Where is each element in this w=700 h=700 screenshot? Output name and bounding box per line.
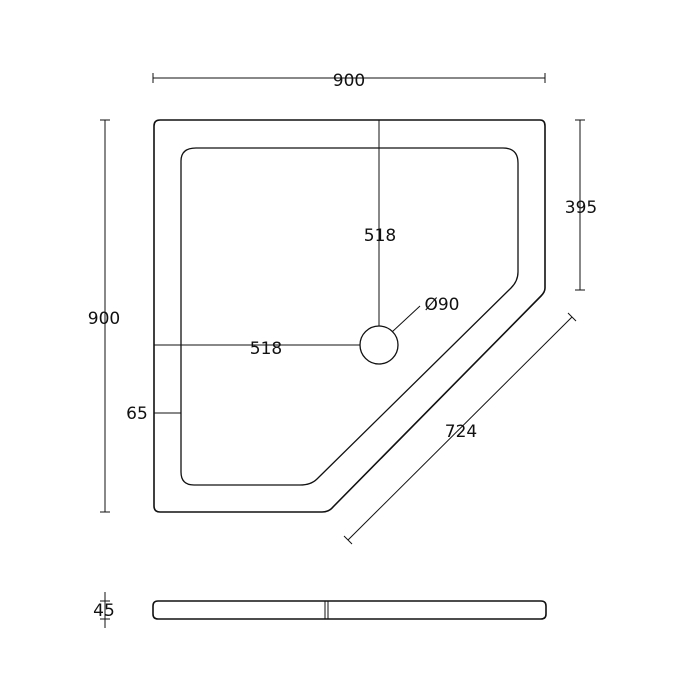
angled-dim-tick-b: [567, 312, 577, 322]
tray-inner-basin: [180, 147, 519, 486]
angled-edge-label: 724: [445, 422, 477, 442]
angled-dim-tick-a: [343, 535, 353, 545]
tray-side-profile: [152, 600, 547, 620]
waste-diameter-label: Ø90: [424, 295, 459, 315]
side-length-label: 395: [565, 198, 597, 218]
rim-width-label: 65: [126, 404, 148, 424]
angled-dim-line: [347, 316, 573, 541]
tray-height-label: 45: [93, 601, 115, 621]
overall-width-label: 900: [333, 71, 365, 91]
waste-horizontal-offset-label: 518: [250, 339, 282, 359]
waste-vertical-offset-label: 518: [364, 226, 396, 246]
overall-depth-label: 900: [88, 309, 120, 329]
waste-diameter-leader: [391, 305, 421, 333]
tray-outer-outline: [153, 119, 546, 513]
